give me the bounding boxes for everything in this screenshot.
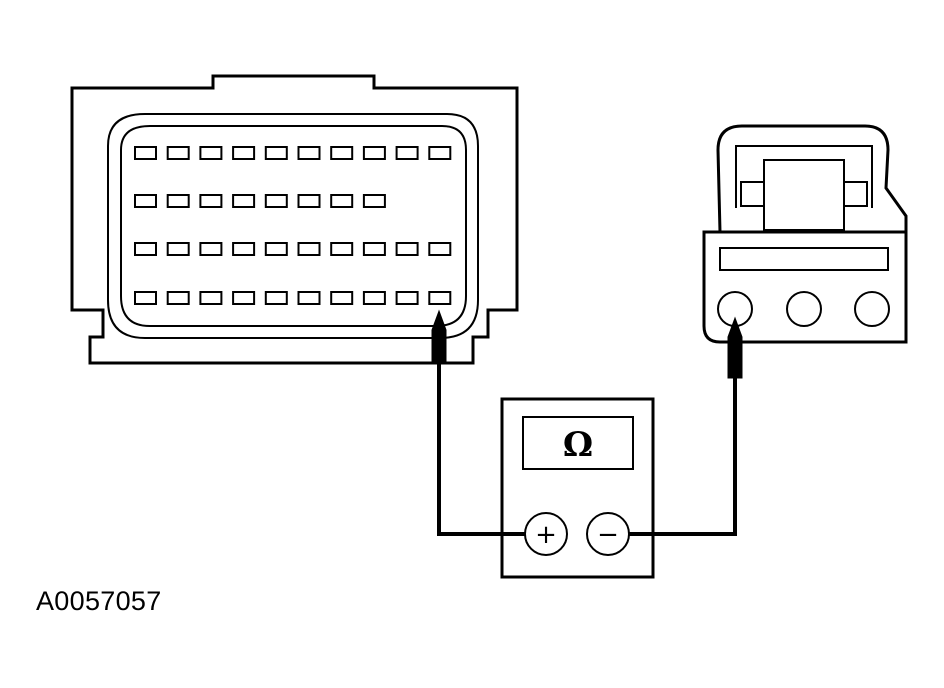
connector-pin-cavity <box>232 242 256 256</box>
small-connector-latch-tab-left <box>740 181 765 207</box>
small-connector <box>702 124 908 344</box>
connector-pin-cavity <box>395 291 419 305</box>
connector-pin-cavity <box>134 242 157 256</box>
connector-pin-cavity <box>199 146 223 160</box>
connector-pin-cavity <box>134 291 157 305</box>
small-connector-latch-outline <box>735 145 873 208</box>
figure-id-label: A0057057 <box>36 586 162 616</box>
connector-pin-cavity <box>362 146 386 160</box>
small-connector-lower-body <box>702 230 908 344</box>
connector-pin-cavity <box>330 194 354 208</box>
connector-pin-cavity <box>264 291 288 305</box>
small-connector-latch <box>763 159 845 231</box>
connector-pin-cavity <box>330 291 354 305</box>
small-connector-label-slot <box>719 247 889 271</box>
small-connector-pin <box>786 291 822 327</box>
large-connector-housing <box>70 74 519 365</box>
connector-pin-cavity <box>166 242 190 256</box>
connector-pin-cavity <box>428 146 452 160</box>
ohmmeter-display <box>522 416 634 470</box>
connector-pin-cavity <box>395 146 419 160</box>
connector-pin-cavity <box>232 194 256 208</box>
connector-pin-cavity <box>264 194 288 208</box>
connector-pin-cavity <box>199 291 223 305</box>
small-connector-upper-body <box>716 124 908 233</box>
negative-probe-tip <box>727 316 743 379</box>
connector-pin-cavity <box>362 194 386 208</box>
negative-terminal-symbol: − <box>597 520 619 550</box>
negative-test-lead <box>629 372 737 536</box>
positive-probe-tip <box>431 309 447 363</box>
connector-pin-cavity <box>297 146 321 160</box>
ohmmeter-body <box>500 397 655 579</box>
connector-pin-cavity <box>395 242 419 256</box>
connector-pin-cavity <box>330 242 354 256</box>
connector-pin-cavity <box>264 242 288 256</box>
connector-pin-cavity <box>297 194 321 208</box>
small-connector-pins <box>717 291 890 327</box>
positive-test-lead <box>437 355 525 536</box>
ohm-symbol: Ω <box>563 425 593 465</box>
large-connector <box>70 74 519 365</box>
connector-pin-cavity <box>330 146 354 160</box>
connector-pin-cavity <box>297 242 321 256</box>
small-connector-latch-tab-right <box>843 181 868 207</box>
connector-pin-cavity <box>232 291 256 305</box>
connector-pin-cavity <box>428 291 452 305</box>
connector-pin-cavity <box>232 146 256 160</box>
connector-pin-cavity <box>199 242 223 256</box>
connector-pin-cavity <box>264 146 288 160</box>
connector-pin-cavity <box>166 291 190 305</box>
connector-pin-cavity <box>297 291 321 305</box>
connector-pin-cavity <box>134 194 157 208</box>
positive-terminal-symbol: + <box>535 520 557 550</box>
connector-pin-cavity <box>362 291 386 305</box>
ohmmeter: Ω + − <box>500 397 655 579</box>
connector-pin-cavity <box>166 194 190 208</box>
connector-pin-cavity <box>166 146 190 160</box>
large-connector-pin-grid <box>134 146 452 305</box>
connector-pin-cavity <box>362 242 386 256</box>
connector-pin-cavity <box>428 242 452 256</box>
small-connector-pin <box>854 291 890 327</box>
large-connector-outer-shroud <box>107 113 479 339</box>
connector-pin-cavity <box>199 194 223 208</box>
connector-pin-cavity <box>134 146 157 160</box>
